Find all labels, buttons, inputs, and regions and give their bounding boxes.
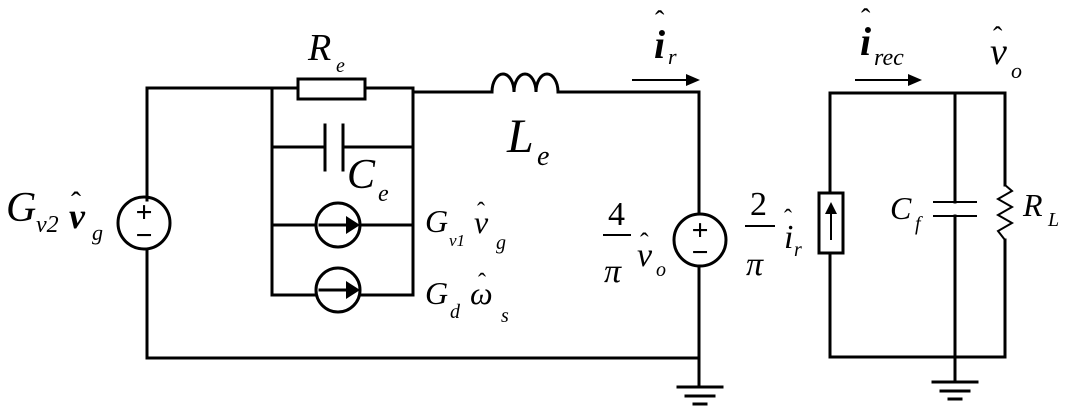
label-cf: C f xyxy=(890,190,923,235)
svg-text:L: L xyxy=(1047,209,1059,231)
capacitor-cf xyxy=(933,201,977,217)
svg-text:2: 2 xyxy=(750,186,767,223)
current-arrow-irec xyxy=(855,74,922,86)
svg-text:rec: rec xyxy=(874,45,904,71)
current-arrow-ir xyxy=(632,74,700,86)
svg-text:i: i xyxy=(784,219,793,256)
svg-text:v: v xyxy=(637,237,653,274)
svg-text:ˆ: ˆ xyxy=(71,186,81,219)
svg-text:o: o xyxy=(656,259,666,281)
svg-text:G: G xyxy=(425,275,448,311)
svg-text:v: v xyxy=(69,196,86,236)
svg-text:v: v xyxy=(990,31,1007,73)
current-source-gv1 xyxy=(270,201,415,249)
svg-text:ω: ω xyxy=(470,275,493,311)
svg-text:g: g xyxy=(92,220,103,245)
inductor-le xyxy=(490,72,560,94)
svg-text:v2: v2 xyxy=(36,212,59,238)
label-ce: C e xyxy=(347,152,389,207)
label-rl: R L xyxy=(1022,187,1059,231)
vo-plus-sign: + xyxy=(691,214,708,247)
resistor-re xyxy=(296,77,367,101)
svg-text:r: r xyxy=(668,44,677,69)
svg-text:v: v xyxy=(474,204,489,240)
svg-text:L: L xyxy=(506,110,534,163)
resistor-rl xyxy=(995,184,1015,241)
svg-text:ˆ: ˆ xyxy=(784,206,792,232)
svg-text:C: C xyxy=(347,152,376,198)
svg-text:R: R xyxy=(307,27,331,69)
svg-text:r: r xyxy=(794,239,802,261)
label-le: L e xyxy=(506,110,549,172)
current-source-gd xyxy=(270,266,415,314)
svg-text:f: f xyxy=(915,213,923,235)
label-irec: i ˆ rec xyxy=(860,4,904,71)
svg-text:o: o xyxy=(1011,58,1022,83)
vo-minus-sign: − xyxy=(691,236,708,269)
svg-text:ˆ: ˆ xyxy=(655,6,665,37)
parallel-block-rails xyxy=(270,86,415,297)
svg-text:v1: v1 xyxy=(449,231,465,250)
svg-text:ˆ: ˆ xyxy=(640,228,649,257)
ground-symbol-left xyxy=(676,385,724,406)
svg-text:i: i xyxy=(860,19,871,64)
gv2-minus-sign: − xyxy=(135,219,152,252)
svg-text:G: G xyxy=(6,185,36,231)
svg-text:4: 4 xyxy=(608,196,625,233)
label-gv2-vg: G v2 v ˆ g xyxy=(6,185,103,245)
svg-text:d: d xyxy=(450,301,461,323)
svg-text:e: e xyxy=(336,55,345,77)
svg-text:ˆ: ˆ xyxy=(477,199,485,225)
capacitor-ce xyxy=(270,123,415,172)
voltage-source-vo: + − xyxy=(672,212,728,269)
svg-text:e: e xyxy=(378,181,389,207)
svg-text:G: G xyxy=(425,203,448,239)
svg-text:R: R xyxy=(1022,187,1043,223)
svg-text:e: e xyxy=(537,141,549,172)
output-network-wires xyxy=(828,91,1007,382)
gv2-plus-sign: + xyxy=(135,196,152,229)
label-gd-ws: G d ω ˆ s xyxy=(425,270,509,327)
label-re: R e xyxy=(307,27,345,77)
ground-symbol-right xyxy=(931,380,979,401)
main-network-wires xyxy=(145,86,701,387)
svg-text:π: π xyxy=(604,253,622,290)
svg-text:C: C xyxy=(890,190,912,226)
label-gv1-vg: G v1 v ˆ g xyxy=(425,199,506,254)
voltage-source-gv2: + − xyxy=(116,195,172,252)
svg-text:ˆ: ˆ xyxy=(993,22,1003,53)
svg-text:g: g xyxy=(496,232,506,254)
svg-text:s: s xyxy=(501,305,509,327)
label-vo-output: v ˆ o xyxy=(990,22,1022,83)
svg-text:ˆ: ˆ xyxy=(861,4,871,35)
svg-text:i: i xyxy=(654,22,665,67)
label-ir: i ˆ r xyxy=(654,6,677,69)
label-2-over-pi-ir: 2 π i ˆ r xyxy=(745,186,802,283)
label-4-over-pi-vo: 4 π v ˆ o xyxy=(603,196,666,290)
svg-text:ˆ: ˆ xyxy=(478,270,486,296)
svg-text:π: π xyxy=(746,246,764,283)
current-source-irec xyxy=(817,191,845,255)
